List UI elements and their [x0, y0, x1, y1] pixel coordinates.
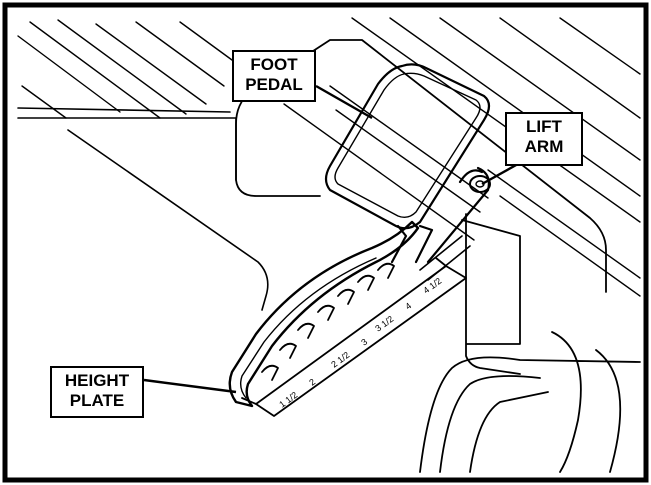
- scale-plate: [241, 257, 467, 417]
- height-plate-label-line2: PLATE: [69, 391, 125, 410]
- deck-hatching-left: [17, 19, 233, 119]
- height-plate-bracket: [228, 220, 420, 408]
- scale-label-2: 2: [307, 377, 317, 388]
- scale-label-7: 4 1/2: [421, 276, 443, 296]
- height-plate-label-line1: HEIGHT: [64, 371, 130, 390]
- foot-pedal-label-line1: FOOT: [250, 55, 298, 74]
- height-plate-leader: [143, 378, 237, 394]
- height-plate-callout: HEIGHT PLATE: [50, 366, 144, 418]
- lift-arm-label-line1: LIFT: [526, 117, 562, 136]
- lift-arm-label-line2: ARM: [524, 137, 564, 156]
- lift-arm-callout: LIFT ARM: [505, 112, 583, 166]
- foot-pedal-pad-inner: [334, 72, 481, 219]
- lift-arm-leader: [481, 162, 519, 186]
- height-plate-bracket-inner: [239, 257, 377, 399]
- side-panel: [461, 213, 521, 375]
- foot-pedal-leader: [315, 84, 373, 120]
- height-notches: [261, 262, 395, 381]
- deck-hatching-right: [283, 17, 641, 297]
- foot-pedal-pad: [324, 63, 491, 230]
- lift-arm: [390, 166, 490, 264]
- chassis-curve: [419, 331, 641, 473]
- scale-label-6: 4: [403, 301, 413, 312]
- plate-support: [419, 235, 471, 281]
- deck-outline-left: [17, 107, 269, 311]
- scale-label-4: 3: [359, 337, 369, 348]
- foot-pedal-callout: FOOT PEDAL: [232, 50, 316, 102]
- scale-label-3: 2 1/2: [329, 350, 351, 370]
- scale-labels: 1 1/2 2 2 1/2 3 3 1/2 4 4 1/2: [277, 276, 443, 410]
- lift-arm-pivot: [469, 175, 491, 193]
- leader-lines: [143, 84, 519, 394]
- foot-pedal-label-line2: PEDAL: [245, 75, 303, 94]
